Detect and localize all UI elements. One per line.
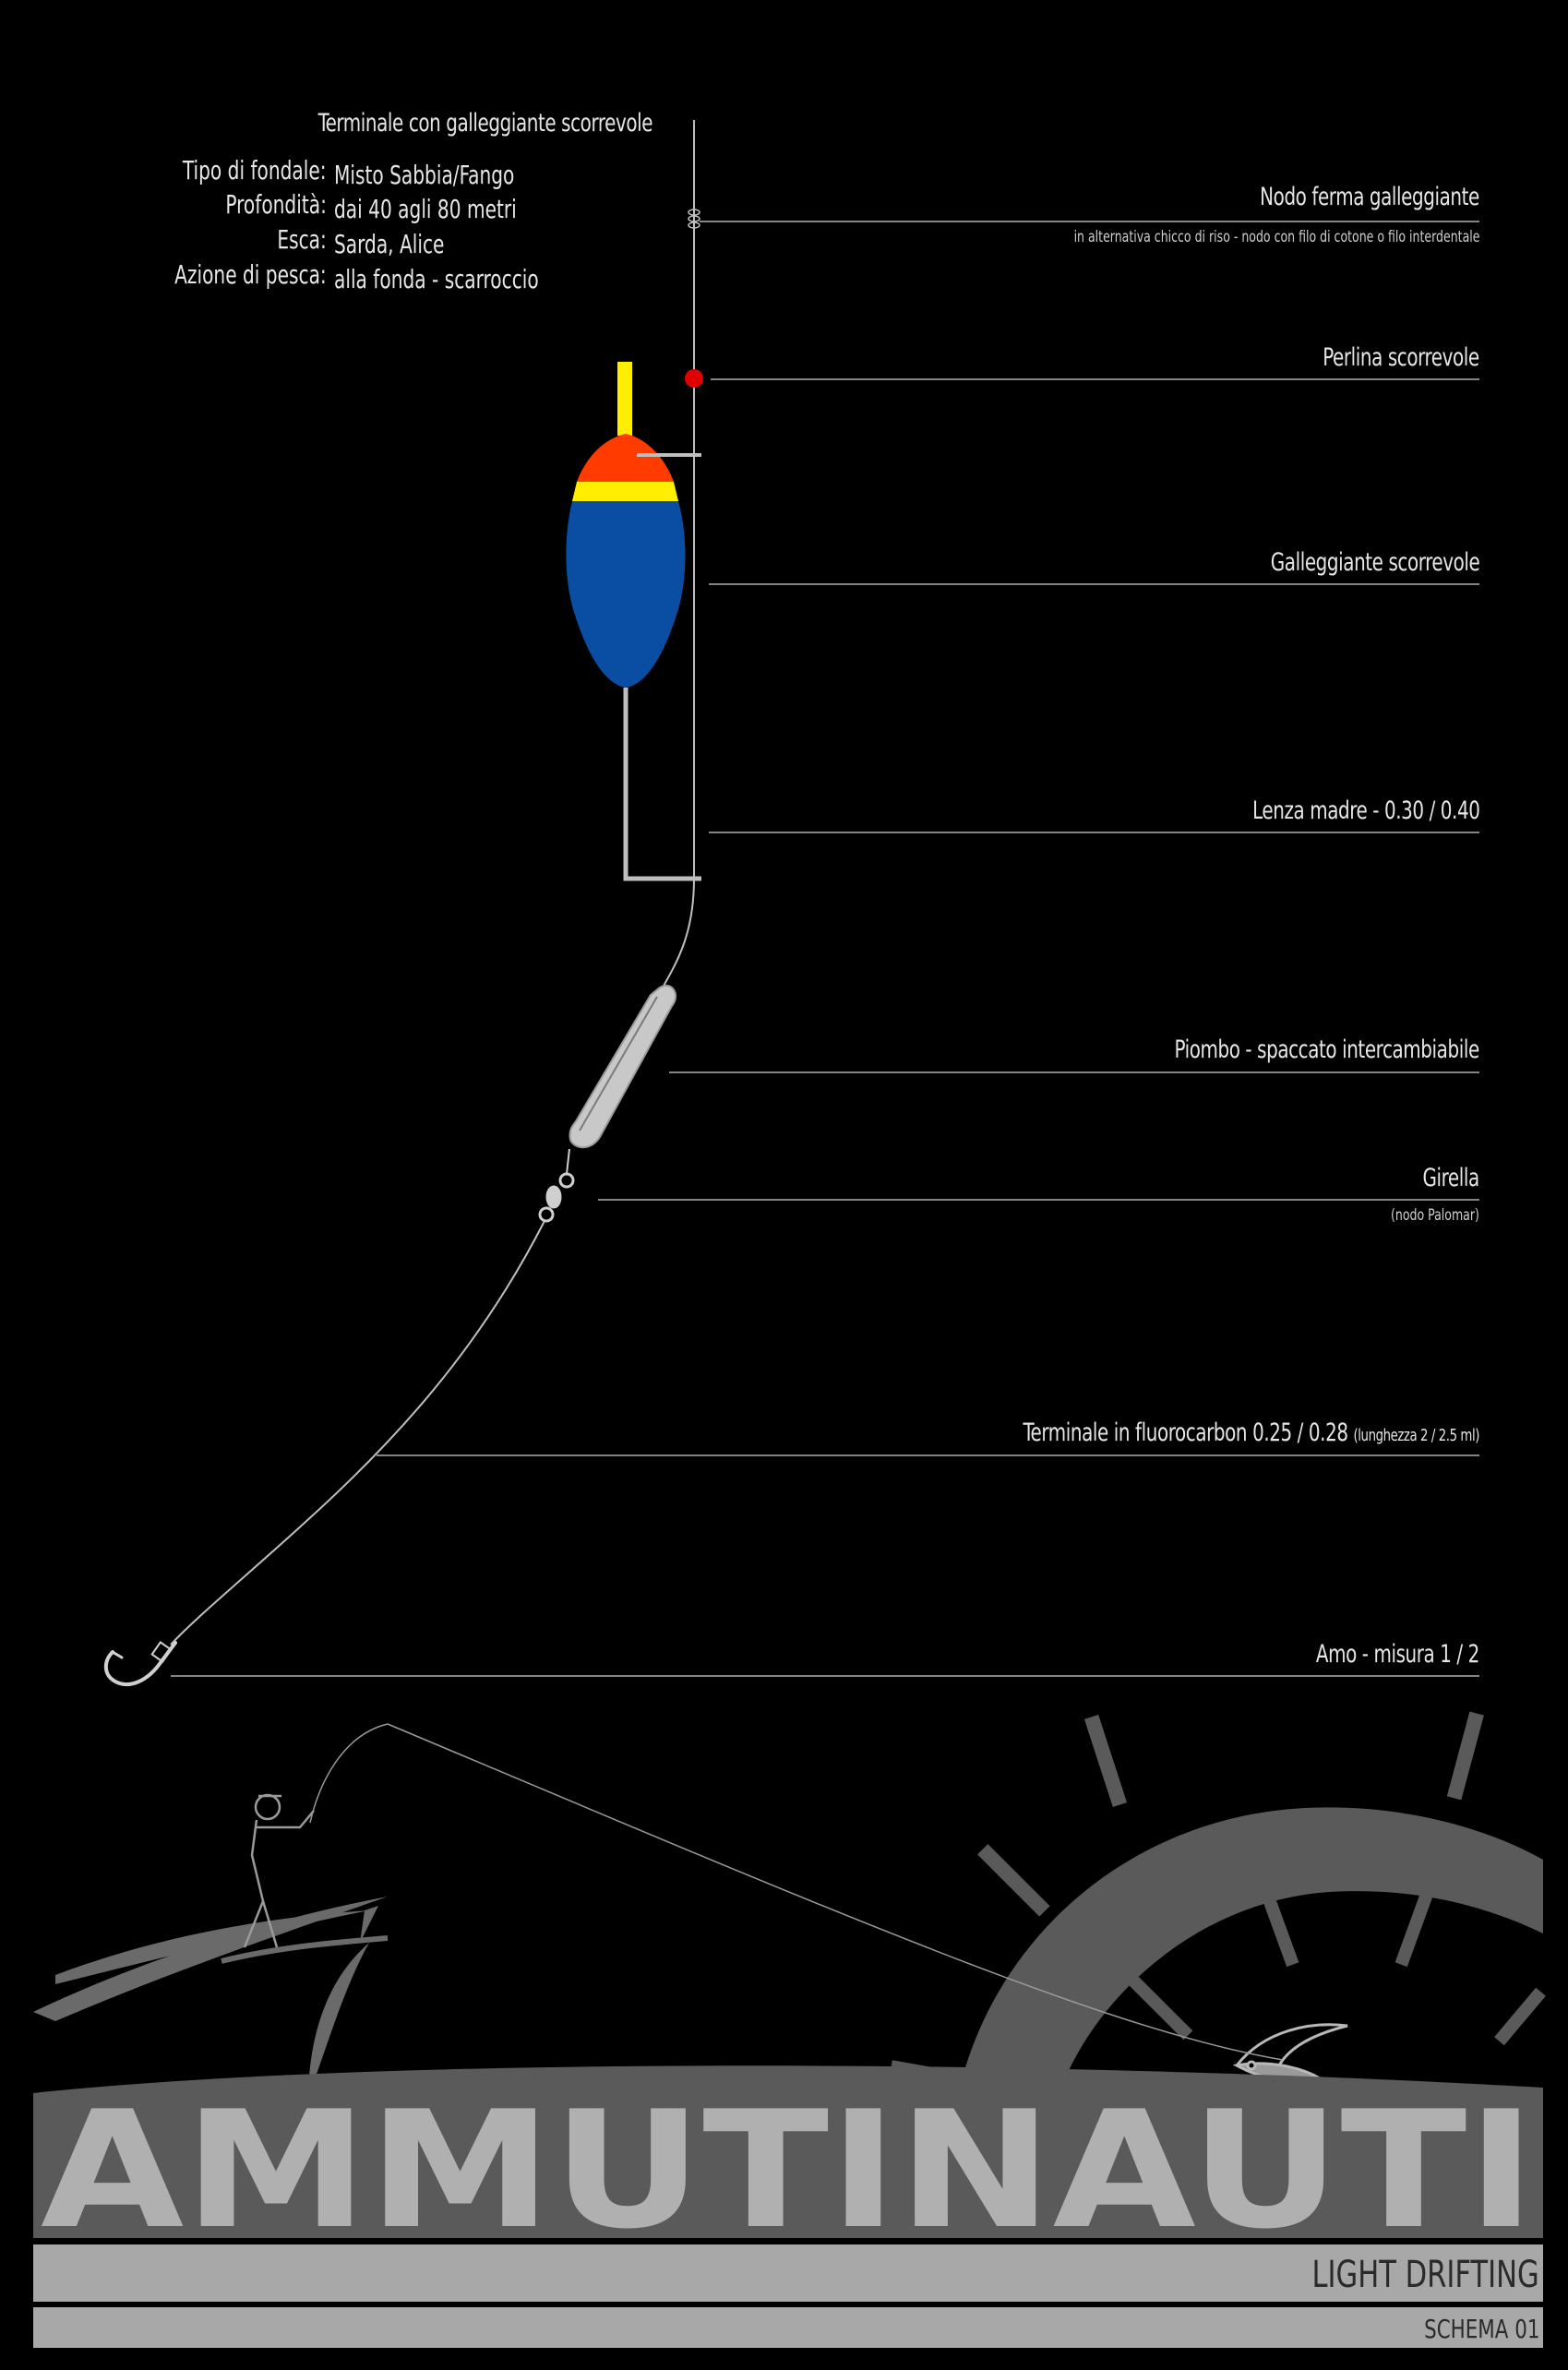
schema-number: SCHEMA 01 <box>1423 2314 1539 2344</box>
info-value-profondita: dai 40 agli 80 metri <box>334 194 517 224</box>
label-sinker: Piombo - spaccato intercambiabile <box>1174 1035 1480 1064</box>
boat-graphic <box>33 1897 388 2077</box>
label-sliding-float: Galleggiante scorrevole <box>1270 548 1479 577</box>
brand-name: AMMUTINAUTI <box>41 2088 1536 2235</box>
subtitle-band: LIGHT DRIFTING <box>33 2244 1543 2302</box>
info-key-fondale: Tipo di fondale: <box>183 155 327 186</box>
schema-band: SCHEMA 01 <box>33 2307 1543 2348</box>
brand-logo: AMMUTINAUTI <box>41 2088 1536 2235</box>
fluorocarbon-leader <box>170 1220 545 1646</box>
leader-lines <box>171 221 1479 1677</box>
label-swivel: Girella <box>1422 1164 1480 1192</box>
ship-wheel-graphic <box>890 1711 1546 2088</box>
sliding-float <box>566 362 701 881</box>
label-leader: Terminale in fluorocarbon 0.25 / 0.28 (l… <box>1023 1418 1480 1447</box>
fish-logo <box>1232 2023 1348 2083</box>
info-key-profondita: Profondità: <box>225 189 328 220</box>
logo-backdrop <box>33 2065 1543 2238</box>
sliding-bead <box>685 369 703 388</box>
info-key-azione: Azione di pesca: <box>174 259 327 290</box>
hook <box>103 1641 177 1686</box>
brand-subtitle: LIGHT DRIFTING <box>1311 2254 1539 2296</box>
label-leader-length: (lunghezza 2 / 2.5 ml) <box>1353 1426 1480 1445</box>
label-sliding-bead: Perlina scorrevole <box>1323 343 1479 372</box>
label-stopper-knot-note: in alternativa chicco di riso - nodo con… <box>1073 228 1479 246</box>
main-line <box>662 120 695 988</box>
label-main-line: Lenza madre - 0.30 / 0.40 <box>1251 796 1480 825</box>
swivel <box>538 1148 575 1223</box>
fisherman-graphic <box>221 1723 1284 2061</box>
info-value-azione: alla fonda - scarroccio <box>334 264 539 294</box>
stopper-knot <box>688 209 700 229</box>
label-leader-text: Terminale in fluorocarbon 0.25 / 0.28 <box>1023 1418 1348 1447</box>
label-stopper-knot: Nodo ferma galleggiante <box>1260 183 1479 211</box>
info-value-fondale: Misto Sabbia/Fango <box>334 160 515 190</box>
info-value-esca: Sarda, Alice <box>334 229 445 259</box>
label-swivel-note: (nodo Palomar) <box>1391 1206 1479 1225</box>
label-hook: Amo - misura 1 / 2 <box>1315 1640 1479 1669</box>
info-key-esca: Esca: <box>277 224 327 255</box>
diagram-title: Terminale con galleggiante scorrevole <box>317 109 652 138</box>
sinker <box>569 985 677 1149</box>
